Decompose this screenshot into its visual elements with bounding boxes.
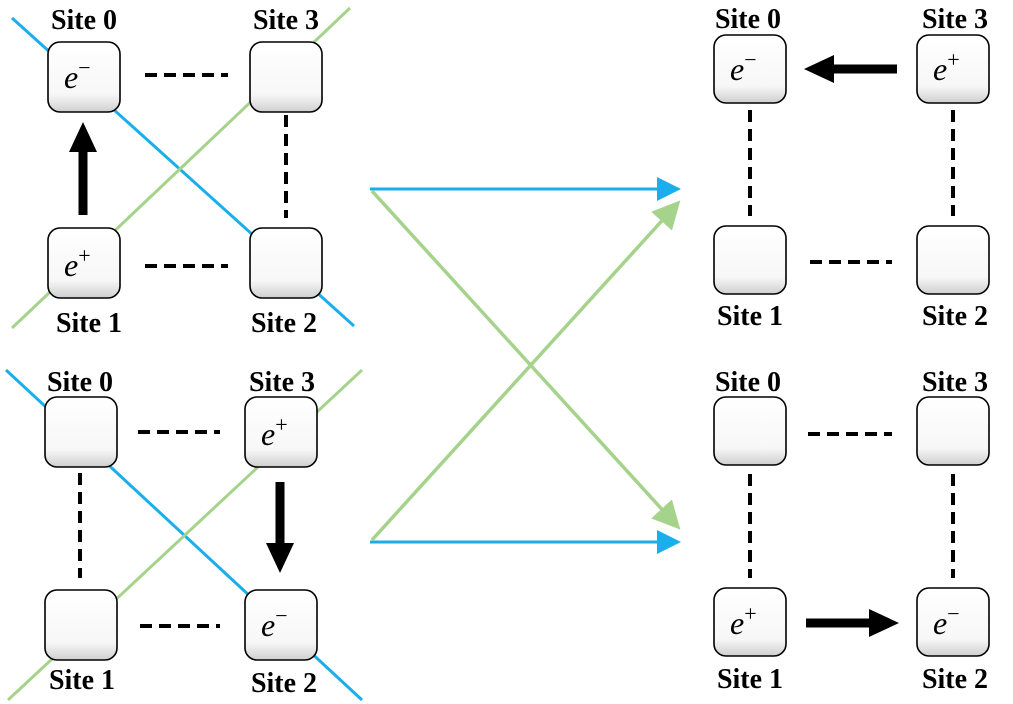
site-box: [713, 225, 787, 295]
site-box: [244, 589, 318, 661]
site-box: [713, 34, 787, 104]
site-3: Site 3: [916, 367, 990, 466]
green-arrow-down: [370, 189, 681, 530]
site-2: Site 2: [916, 225, 990, 332]
site-box: [47, 227, 121, 299]
site-label: Site 1: [56, 308, 122, 339]
site-label: Site 0: [715, 367, 781, 398]
site-1: Site 1: [44, 589, 118, 696]
positron-symbol: e+: [64, 243, 91, 283]
site-label: Site 2: [922, 664, 988, 695]
electron-symbol: e−: [933, 601, 960, 641]
site-box: [249, 227, 323, 299]
site-label: Site 2: [251, 668, 317, 699]
positron-symbol: e+: [730, 601, 757, 641]
site-box: [916, 396, 990, 466]
site-box: [44, 396, 118, 468]
site-label: Site 2: [251, 308, 317, 339]
panel-bottom-right: Site 0 Site 3 e+ Site 1 e− Site 2: [713, 367, 990, 695]
site-label: Site 3: [253, 5, 319, 36]
site-label: Site 3: [249, 367, 315, 398]
site-2: Site 2: [249, 227, 323, 339]
panel-top-right: e− Site 0 e+ Site 3 Site 1 Site 2: [713, 4, 990, 332]
panel-bottom-left: Site 0 e+ Site 3 Site 1 e− Site 2: [4, 367, 364, 702]
site-0: e− Site 0: [47, 5, 121, 113]
electron-symbol: e−: [730, 47, 757, 87]
hop-arrow: [806, 609, 899, 637]
site-box: [44, 589, 118, 661]
site-3: Site 3: [249, 5, 323, 113]
site-2: e− Site 2: [244, 589, 318, 699]
site-3: e+ Site 3: [916, 4, 990, 104]
site-label: Site 1: [717, 664, 783, 695]
site-label: Site 0: [51, 5, 117, 36]
site-label: Site 0: [47, 367, 113, 398]
site-0: Site 0: [44, 367, 118, 468]
site-label: Site 1: [49, 665, 115, 696]
site-0: Site 0: [713, 367, 787, 466]
site-box: [713, 396, 787, 466]
site-box: [713, 587, 787, 657]
hop-arrow: [69, 122, 97, 215]
positron-symbol: e+: [261, 412, 288, 452]
site-box: [249, 41, 323, 113]
panel-top-left: e− Site 0 Site 3 e+ Site 1 Site 2: [10, 5, 356, 339]
electron-symbol: e−: [64, 55, 91, 95]
site-box: [916, 587, 990, 657]
site-3: e+ Site 3: [244, 367, 318, 468]
transition-arrows: [370, 177, 681, 554]
green-arrow-up: [370, 200, 681, 542]
site-label: Site 0: [715, 4, 781, 35]
electron-symbol: e−: [261, 603, 288, 643]
site-label: Site 3: [922, 4, 988, 35]
site-box: [47, 41, 121, 113]
site-box: [244, 396, 318, 468]
positron-symbol: e+: [933, 47, 960, 87]
site-box: [916, 225, 990, 295]
site-label: Site 2: [922, 301, 988, 332]
site-1: e+ Site 1: [713, 587, 787, 695]
site-2: e− Site 2: [916, 587, 990, 695]
site-label: Site 1: [717, 301, 783, 332]
hop-arrow: [266, 482, 294, 573]
site-0: e− Site 0: [713, 4, 787, 104]
site-1: Site 1: [713, 225, 787, 332]
hop-arrow: [804, 55, 897, 83]
site-1: e+ Site 1: [47, 227, 122, 339]
site-box: [916, 34, 990, 104]
site-label: Site 3: [922, 367, 988, 398]
